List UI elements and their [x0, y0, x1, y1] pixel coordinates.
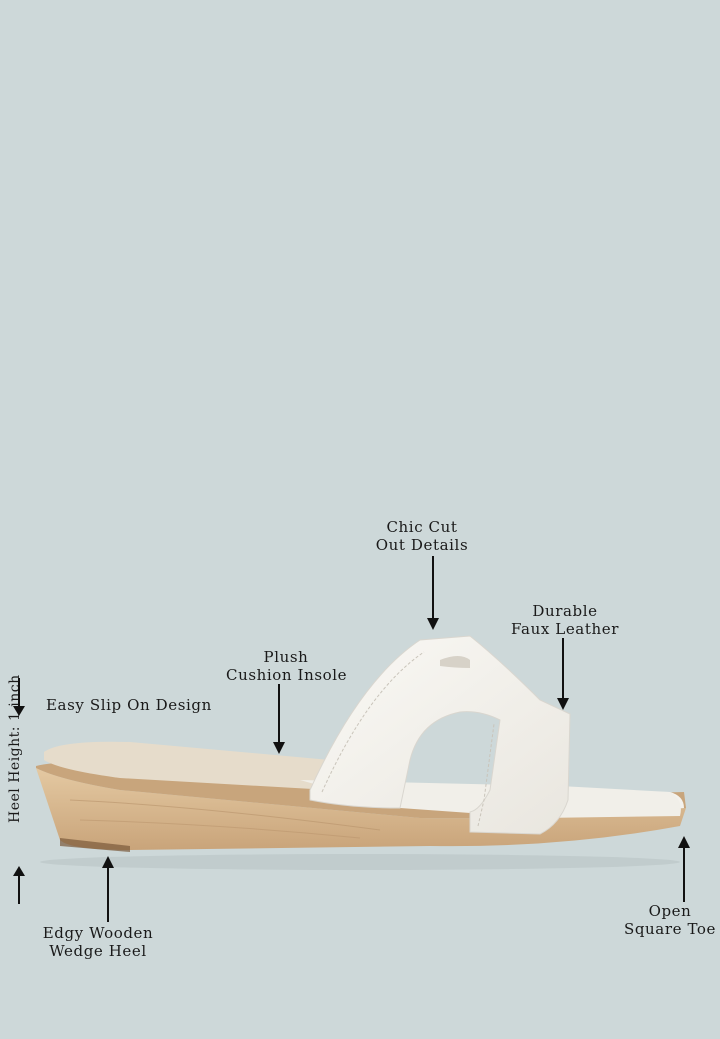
arrow-up-icon — [678, 836, 690, 902]
heel-height-label: Heel Height: 1 inch — [7, 674, 23, 823]
wedge-label: Edgy Wooden Wedge Heel — [38, 924, 158, 960]
chic-cut-line-2: Out Details — [375, 536, 469, 554]
wedge-line-1: Edgy Wooden — [42, 924, 154, 942]
plush-line-2: Cushion Insole — [226, 666, 348, 684]
toe-label: Open Square Toe — [620, 902, 720, 938]
wedge-line-2: Wedge Heel — [49, 942, 147, 960]
arrow-down-icon — [13, 866, 25, 904]
plush-label: Plush Cushion Insole — [226, 648, 348, 684]
plush-line-1: Plush — [263, 648, 309, 666]
durable-line-1: Durable — [532, 602, 598, 620]
insole-shape — [44, 741, 330, 790]
arrow-up-icon — [102, 856, 114, 922]
toe-line-1: Open — [648, 902, 692, 920]
chic-cut-line-1: Chic Cut — [386, 518, 458, 536]
h-strap-shape — [309, 635, 571, 835]
arrow-down-icon — [273, 684, 285, 754]
arrow-up-icon — [13, 678, 25, 716]
durable-label: Durable Faux Leather — [505, 602, 625, 638]
toe-line-2: Square Toe — [623, 920, 717, 938]
chic-cut-label: Chic Cut Out Details — [362, 518, 482, 554]
durable-line-2: Faux Leather — [511, 620, 619, 638]
arrow-down-icon — [557, 638, 569, 710]
arrow-down-icon — [427, 556, 439, 630]
easy-slip-label: Easy Slip On Design — [46, 696, 212, 714]
